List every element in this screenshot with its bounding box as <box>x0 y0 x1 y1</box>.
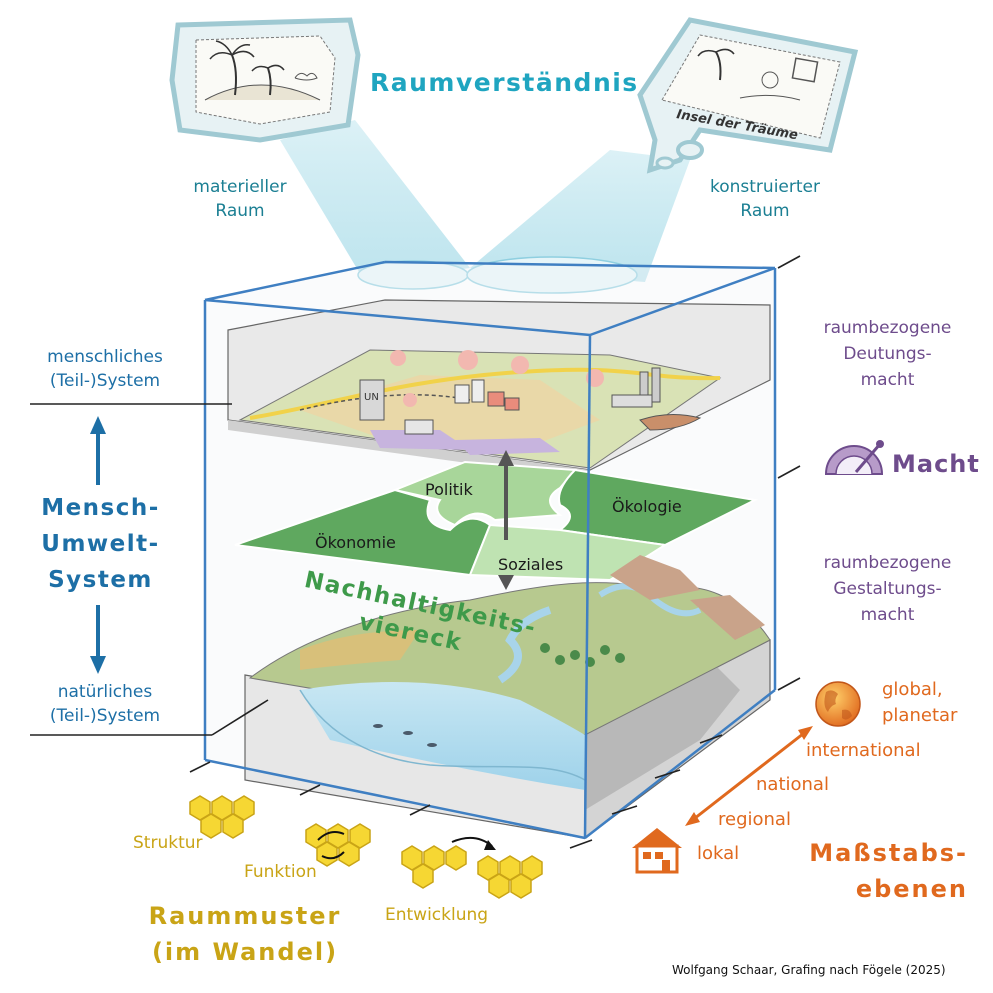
development-arrow <box>451 836 493 847</box>
constructed-line-1: konstruierter <box>710 177 820 197</box>
hex-cluster-entwicklung-after <box>477 855 543 899</box>
raumverstaendnis-title: Raumverständnis <box>370 68 639 97</box>
gestaltung-line-2: Gestaltungs- <box>833 579 942 599</box>
un-label: UN <box>364 392 379 403</box>
constructed-space-label: konstruierter Raum <box>700 175 830 223</box>
house-icon <box>632 828 682 874</box>
deutung-line-3: macht <box>860 370 915 390</box>
projection-beam-material <box>280 120 470 282</box>
patterns-title-line-1: Raummuster <box>148 902 342 930</box>
hex-cluster-funktion <box>305 823 371 867</box>
funktion-label: Funktion <box>244 862 317 882</box>
island-drawing-material <box>169 17 361 143</box>
globe-icon <box>815 681 861 727</box>
fish-icon <box>427 743 437 747</box>
deutung-line-2: Deutungs- <box>843 344 932 364</box>
scale-arrow <box>685 726 813 826</box>
human-system-label: menschliches (Teil-)System <box>30 345 180 393</box>
constructed-line-2: Raum <box>740 201 790 221</box>
system-title-line-3: System <box>48 567 153 593</box>
entwicklung-label: Entwicklung <box>385 905 489 925</box>
scale-global-label: global, planetar <box>882 677 957 729</box>
cube-edges <box>203 260 777 840</box>
deutung-line-1: raumbezogene <box>823 318 952 338</box>
struktur-label: Struktur <box>133 833 203 853</box>
scale-national-label: national <box>756 774 829 795</box>
system-title-line-2: Umwelt- <box>41 531 160 557</box>
soziales-label: Soziales <box>498 555 564 574</box>
politik-label: Politik <box>425 480 473 499</box>
scale-international-label: international <box>806 740 921 761</box>
scale-regional-label: regional <box>718 809 791 830</box>
material-line-2: Raum <box>215 201 265 221</box>
natural-line-2: (Teil-)System <box>49 706 161 726</box>
un-building <box>359 379 385 421</box>
mensch-umwelt-arrow <box>90 416 106 674</box>
raummuster-title: Raummuster (im Wandel) <box>140 898 350 970</box>
sustainability-puzzle <box>234 450 759 590</box>
axis-ticks <box>30 255 801 849</box>
natural-system-label: natürliches (Teil-)System <box>30 680 180 728</box>
fish-icon <box>373 724 383 728</box>
swap-arrows-icon <box>317 831 345 860</box>
projection-beam-constructed <box>470 150 690 282</box>
hex-cluster-struktur <box>189 795 255 839</box>
mensch-umwelt-system-title: Mensch- Umwelt- System <box>28 490 173 598</box>
patterns-title-line-2: (im Wandel) <box>151 938 339 966</box>
oekologie-label: Ökologie <box>612 497 682 516</box>
deutungsmacht-label: raumbezogene Deutungs- macht <box>805 315 970 393</box>
human-line-1: menschliches <box>47 347 163 367</box>
system-title-line-1: Mensch- <box>41 495 160 521</box>
hex-cluster-entwicklung-before <box>401 845 467 889</box>
natural-line-1: natürliches <box>57 682 153 702</box>
credit-line: Wolfgang Schaar, Grafing nach Fögele (20… <box>672 963 946 977</box>
macht-title: Macht <box>892 450 980 478</box>
postcard-drawing-constructed: Insel der Träume <box>637 17 859 174</box>
puzzle-piece-oekonomie <box>234 488 492 577</box>
oekonomie-label: Ökonomie <box>315 533 396 552</box>
fish-icon <box>403 731 413 735</box>
scales-title-line-2: ebenen <box>855 875 968 903</box>
scale-lokal-label: lokal <box>697 843 740 864</box>
scale-global-line-1: global, <box>882 679 943 700</box>
gauge-icon <box>824 440 884 475</box>
puzzle-piece-politik <box>391 460 578 527</box>
material-space-label: materieller Raum <box>180 175 300 223</box>
natural-system-block <box>244 555 771 840</box>
scale-global-line-2: planetar <box>882 705 958 726</box>
gestaltung-line-1: raumbezogene <box>823 553 952 573</box>
material-line-1: materieller <box>193 177 287 197</box>
gestaltung-line-3: macht <box>860 605 915 625</box>
human-line-2: (Teil-)System <box>49 371 161 391</box>
scales-title-line-1: Maßstabs- <box>809 839 968 867</box>
gestaltungsmacht-label: raumbezogene Gestaltungs- macht <box>805 550 970 628</box>
massstabsebenen-title: Maßstabs- ebenen <box>790 835 968 907</box>
